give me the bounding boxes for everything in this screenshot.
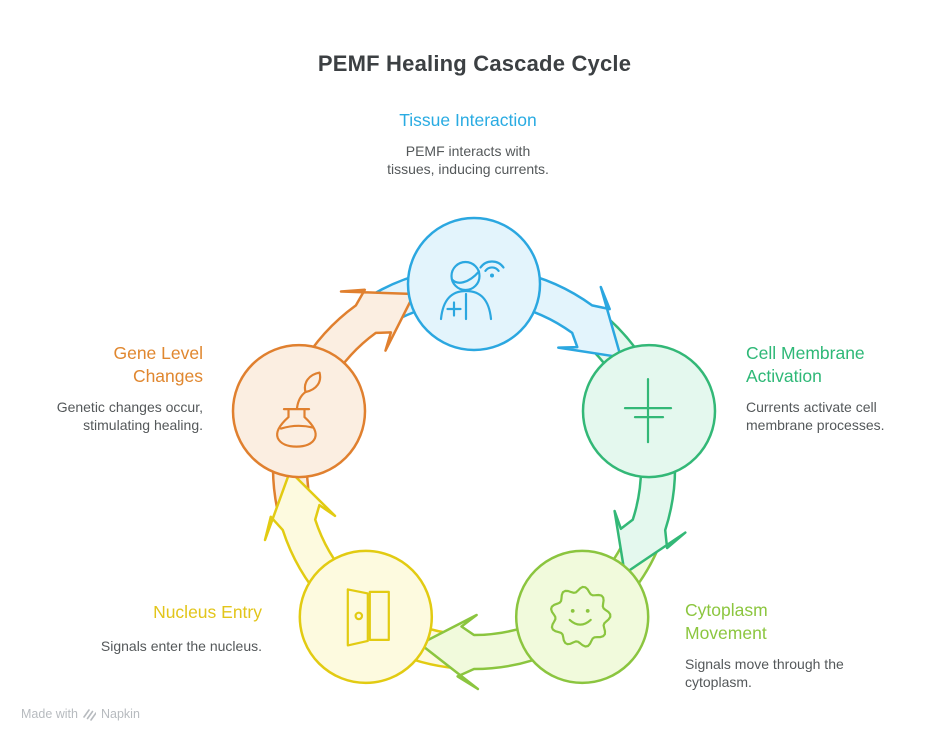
signal-arc-small (484, 266, 500, 272)
cell-blob-outline (550, 585, 612, 648)
watermark: Made with Napkin (21, 707, 140, 721)
door-knob (354, 611, 364, 621)
tissue-interaction-circle (406, 216, 542, 352)
node-block-cytoplasm-movement: Cytoplasm Movement Signals move through … (685, 599, 885, 691)
person-body (439, 289, 493, 321)
signal-arc-large (479, 260, 505, 269)
node-desc-nucleus-entry: Signals enter the nucleus. (100, 638, 262, 654)
node-heading-tissue-interaction: Tissue Interaction (399, 110, 537, 130)
person-signal-icon (439, 260, 505, 321)
cell-smiley-icon (550, 585, 612, 648)
napkin-logo-icon (83, 709, 96, 721)
node-desc-tissue-interaction: PEMF interacts with tissues, inducing cu… (387, 143, 549, 177)
sprout-leaf (303, 371, 322, 394)
watermark-brand: Napkin (100, 707, 140, 721)
node-desc-gene-level-changes: Genetic changes occur, stimulating heali… (56, 399, 203, 433)
page-title: PEMF Healing Cascade Cycle (317, 51, 632, 76)
watermark-prefix: Made with (21, 707, 78, 721)
cell-eye-right (585, 609, 590, 613)
node-heading-cytoplasm-movement: Cytoplasm Movement (685, 600, 768, 643)
cell-eye-left (570, 609, 575, 613)
door-frame (368, 590, 390, 642)
node-heading-gene-level-changes: Gene Level Changes (113, 343, 203, 386)
nucleus-entry-circle (298, 549, 434, 685)
flask-body (276, 408, 317, 448)
node-block-nucleus-entry: Nucleus Entry Signals enter the nucleus. (42, 601, 262, 656)
node-block-gene-level-changes: Gene Level Changes Genetic changes occur… (3, 342, 203, 434)
flask-leaf-icon (276, 371, 322, 448)
membrane-capacitor-icon (623, 378, 673, 444)
open-door-icon (346, 588, 390, 647)
node-desc-cytoplasm-movement: Signals move through the cytoplasm. (685, 656, 844, 690)
node-heading-cell-membrane-activation: Cell Membrane Activation (746, 343, 865, 386)
door-panel (346, 588, 369, 647)
signal-dot (490, 273, 494, 278)
cytoplasm-movement-circle (514, 549, 650, 685)
icons-layer (276, 260, 673, 648)
node-block-cell-membrane-activation: Cell Membrane Activation Currents activa… (746, 342, 926, 434)
flask-liquid-line (279, 424, 315, 430)
gene-level-changes-circle (231, 343, 367, 479)
node-block-tissue-interaction: Tissue Interaction PEMF interacts with t… (0, 109, 936, 178)
cell-smile (568, 618, 592, 626)
node-desc-cell-membrane-activation: Currents activate cell membrane processe… (746, 399, 885, 433)
node-heading-nucleus-entry: Nucleus Entry (153, 602, 262, 622)
person-face-line (450, 270, 481, 284)
plus-sign (446, 301, 462, 317)
